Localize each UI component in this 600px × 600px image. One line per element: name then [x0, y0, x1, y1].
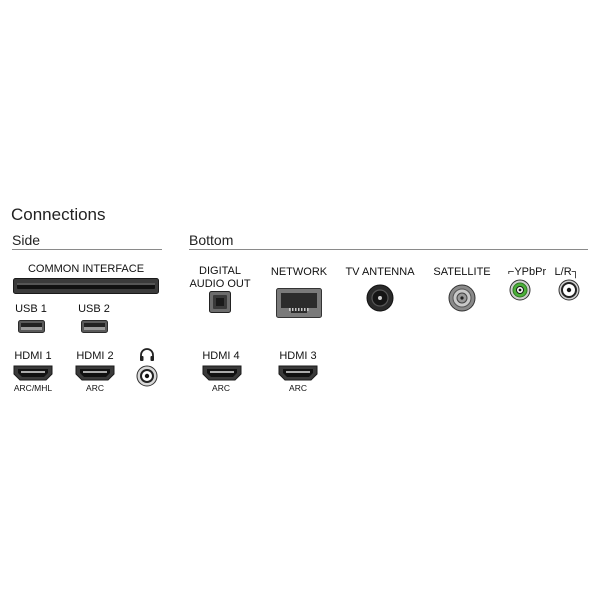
network-label: NETWORK: [270, 266, 328, 278]
tv-antenna-label: TV ANTENNA: [345, 266, 415, 278]
hdmi4-label: HDMI 4: [202, 350, 240, 362]
lr-label: L/R┐: [554, 266, 580, 278]
satellite-label: SATELLITE: [433, 266, 491, 278]
hdmi1-sublabel: ARC/MHL: [13, 383, 53, 393]
usb2-label: USB 2: [78, 303, 110, 315]
ypbpr-label: ⌐YPbPr: [507, 266, 547, 278]
hdmi1-port[interactable]: [13, 365, 53, 381]
hdmi2-label: HDMI 2: [76, 350, 114, 362]
page-title: Connections: [11, 205, 106, 224]
hdmi4-port[interactable]: [202, 365, 242, 381]
section-bottom-heading: Bottom: [189, 232, 234, 248]
headphone-icon: [139, 348, 155, 362]
hdmi2-port[interactable]: [75, 365, 115, 381]
network-port[interactable]: [276, 288, 322, 318]
common-interface-slot[interactable]: [13, 278, 159, 294]
hdmi3-label: HDMI 3: [279, 350, 317, 362]
hdmi4-sublabel: ARC: [212, 383, 230, 393]
digital-audio-out-label-line1: DIGITAL: [199, 265, 241, 277]
digital-audio-out-port[interactable]: [209, 291, 231, 313]
ypbpr-port[interactable]: [509, 279, 531, 301]
digital-audio-out-label-line2: AUDIO OUT: [189, 278, 251, 290]
satellite-port[interactable]: [448, 284, 476, 312]
headphone-jack[interactable]: [136, 365, 158, 387]
bottom-divider: [189, 249, 588, 250]
hdmi2-sublabel: ARC: [86, 383, 104, 393]
hdmi3-port[interactable]: [278, 365, 318, 381]
tv-antenna-port[interactable]: [366, 284, 394, 312]
side-divider: [12, 249, 162, 250]
common-interface-label: COMMON INTERFACE: [27, 263, 145, 275]
hdmi3-sublabel: ARC: [289, 383, 307, 393]
section-side-heading: Side: [12, 232, 41, 248]
hdmi1-label: HDMI 1: [14, 350, 52, 362]
usb1-port[interactable]: [18, 320, 45, 333]
lr-audio-port[interactable]: [558, 279, 580, 301]
usb1-label: USB 1: [15, 303, 47, 315]
usb2-port[interactable]: [81, 320, 108, 333]
